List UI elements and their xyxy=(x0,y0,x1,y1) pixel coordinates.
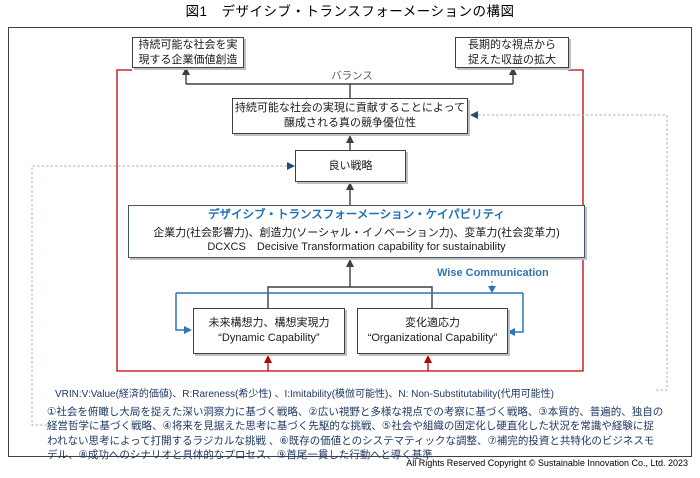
box-dynamic-capability: 未来構想力、構想実現力 “Dynamic Capability” xyxy=(193,308,345,354)
vrin-note: VRIN:V:Value(経済的価値)、R:Rareness(希少性) 、I:I… xyxy=(55,389,554,400)
numbered-strategy-note: ①社会を俯瞰し大局を捉えた深い洞察力に基づく戦略、②広い視野と多様な視点での考察… xyxy=(47,406,664,461)
box-corporate-value: 持続可能な社会を実 現する企業価値創造 xyxy=(132,37,244,68)
dcxcs-capabilities: 企業力(社会影響力)、創造力(ソーシャル・イノベーション力)、変革力(社会変革力… xyxy=(153,226,560,239)
box-dcxcs: デザイシブ・トランスフォーメーション・ケイパビリティ 企業力(社会影響力)、創造… xyxy=(128,205,585,258)
box-competitive-advantage: 持続可能な社会の実現に貢献することによって 醸成される真の競争優位性 xyxy=(232,98,468,134)
box-organizational-capability: 変化適応力 “Organizational Capability” xyxy=(357,308,508,354)
wise-communication-label: Wise Communication xyxy=(437,267,549,279)
figure-title: 図1 デザイシブ・トランスフォーメーションの構図 xyxy=(185,4,515,19)
dcxcs-title: デザイシブ・トランスフォーメーション・ケイパビリティ xyxy=(208,209,505,222)
box-good-strategy: 良い戦略 xyxy=(295,150,406,182)
balance-label: バランス xyxy=(331,70,373,82)
dcxcs-acronym: DCXCS Decisive Transformation capability… xyxy=(207,241,506,254)
copyright-text: All Rights Reserved Copyright © Sustaina… xyxy=(406,458,688,468)
box-profit-expansion: 長期的な視点から 捉えた収益の拡大 xyxy=(455,37,569,68)
